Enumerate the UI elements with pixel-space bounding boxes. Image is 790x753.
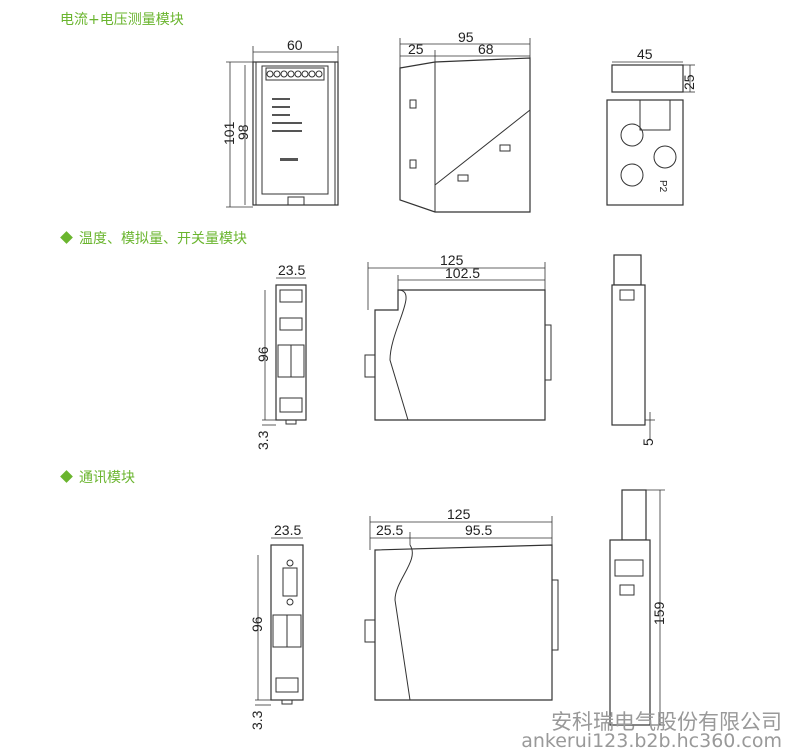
dim-end-width: 45 [637, 46, 653, 62]
dim-front-height: 96 [255, 346, 271, 362]
dim-front-width: 23.5 [274, 522, 301, 538]
module2-front-view [275, 284, 307, 425]
dim-front-bottom: 3.3 [255, 430, 271, 450]
watermark-url: ankerui123.b2b.hc360.com [521, 730, 782, 752]
module3-end-view [609, 489, 651, 726]
section-title-temperature: 温度、模拟量、开关量模块 [60, 228, 247, 248]
module1-end-view [606, 64, 684, 206]
end-view-label: P2 [657, 180, 668, 193]
dim-side-right: 102.5 [445, 265, 480, 281]
dim-side-right: 95.5 [465, 522, 492, 538]
dim-front-bottom: 3.3 [249, 710, 265, 730]
section-title-text: 通讯模块 [79, 470, 135, 486]
module3-side-view [364, 544, 559, 701]
watermark-company: 安科瑞电气股份有限公司 [551, 710, 782, 734]
dim-front-width: 60 [287, 37, 303, 53]
dim-front-height: 96 [249, 616, 265, 632]
section-title-communication: 通讯模块 [60, 467, 135, 487]
module3-front-view [270, 544, 304, 705]
dim-side-right: 68 [478, 41, 494, 57]
dim-end-height: 25 [681, 74, 697, 90]
dim-side-left: 25 [408, 41, 424, 57]
section-title-current-voltage: 电流+电压测量模块 [60, 9, 184, 29]
dim-side-total: 125 [440, 252, 464, 268]
dim-side-total: 95 [458, 29, 474, 45]
dim-front-height-outer: 101 [221, 121, 237, 145]
section-title-text: 电流+电压测量模块 [60, 12, 184, 28]
module2-side-view [364, 289, 552, 421]
dim-side-left: 25.5 [376, 522, 403, 538]
dim-side-total: 125 [447, 506, 471, 522]
dim-front-height-inner: 98 [235, 124, 251, 140]
section-title-text: 温度、模拟量、开关量模块 [79, 231, 247, 247]
dim-end-height: 159 [651, 601, 667, 625]
dim-front-width: 23.5 [278, 262, 305, 278]
module2-end-view [611, 254, 646, 426]
module1-side-view [399, 57, 531, 213]
module1-front-view [252, 61, 339, 206]
dim-end-bottom: 5 [640, 438, 656, 446]
